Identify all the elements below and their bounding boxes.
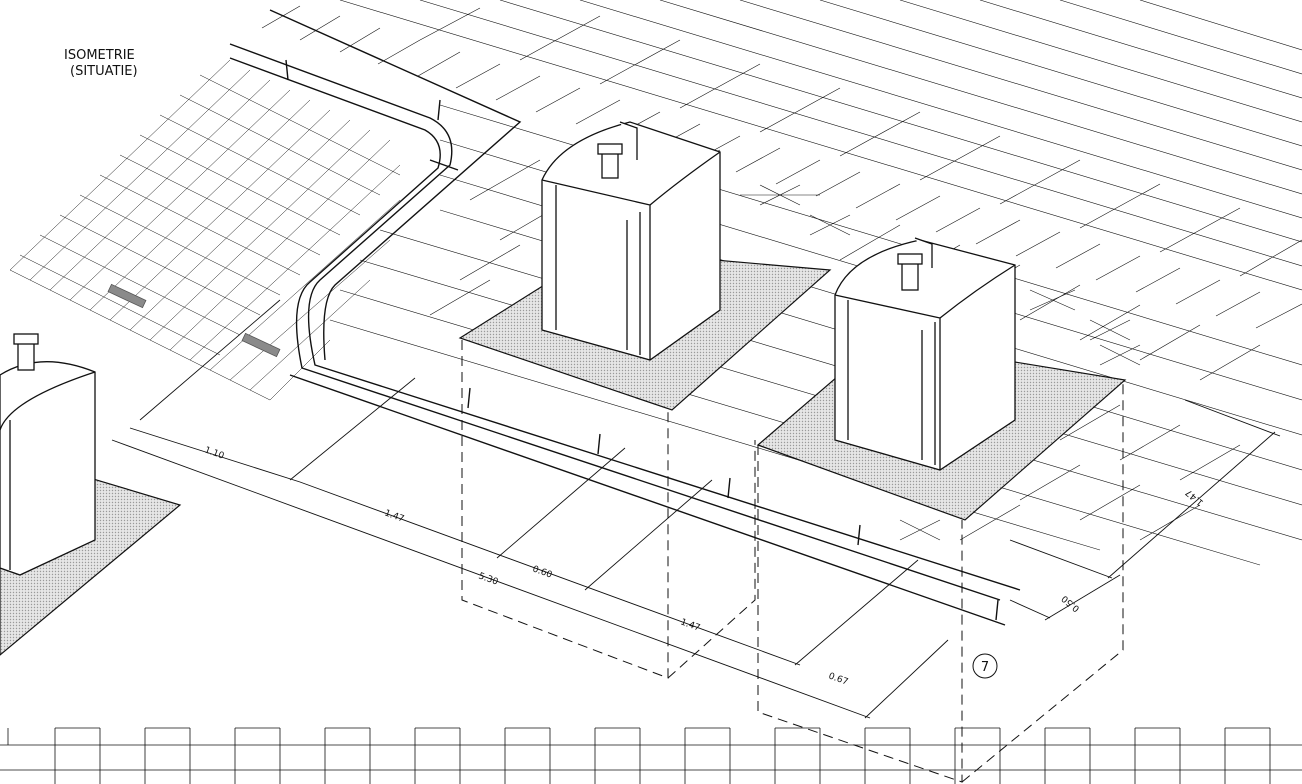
- drain-marker-left: [107, 283, 147, 309]
- curb-edge: [229, 9, 1021, 626]
- callout-circle: [972, 653, 998, 679]
- dimension-label-5: 1.47: [679, 617, 701, 633]
- pit-outline-dashed: [461, 340, 1124, 783]
- herringbone-paving: [9, 59, 401, 401]
- waste-container-2: [834, 237, 1016, 471]
- dimension-label-8: 0.50: [1060, 593, 1082, 614]
- drain-marker-right: [241, 332, 281, 358]
- dimension-label-4: 5.30: [477, 571, 500, 587]
- waste-container-1: [541, 121, 721, 361]
- dimension-label-6: 0.67: [827, 671, 849, 687]
- dimension-label-7: 1.47: [1184, 487, 1206, 508]
- callout-label: 7: [981, 660, 989, 675]
- dimension-label-2: 1.47: [383, 508, 405, 524]
- dimension-label-1: 1.10: [203, 445, 226, 461]
- dimension-label-3: 0.60: [531, 564, 554, 580]
- bottom-tile-band: [0, 727, 1302, 784]
- title-line-2: (SITUATIE): [70, 64, 138, 79]
- dimension-lines: [111, 299, 1281, 719]
- title-line-1: ISOMETRIE: [64, 48, 135, 63]
- waste-container-left: [0, 333, 96, 576]
